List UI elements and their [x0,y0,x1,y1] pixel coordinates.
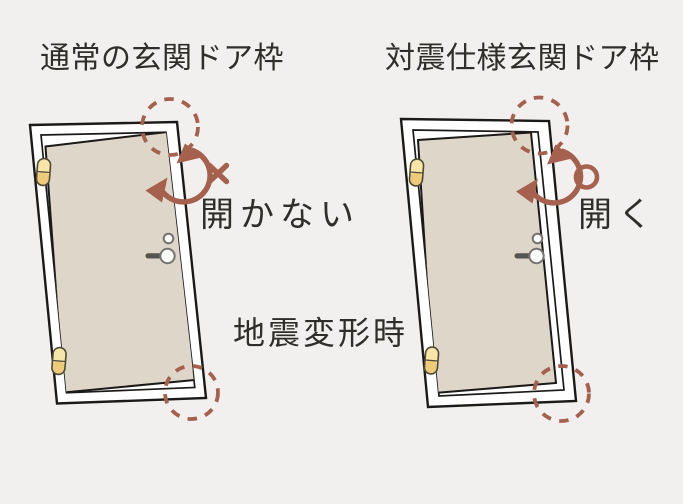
deformation-ring-bottom-left-door [163,364,220,421]
normal-door-frame-drawing [28,120,208,405]
circle-icon [573,164,600,190]
result-label-does-not-open: 開かない [200,197,360,234]
door-knob-icon [514,232,545,265]
hinge-icon [408,158,425,187]
rotation-arrow-icon [516,144,584,206]
hinge-icon [35,157,52,187]
deformation-ring-top-left-door [140,97,200,157]
rotation-arrow-icon [145,143,213,205]
result-label-opens: 開く [578,197,658,234]
cross-icon [206,162,230,185]
hinge-icon [423,346,440,375]
deformation-ring-bottom-right-door [532,364,591,423]
normal-frame-title: 通常の玄関ドア枠 [40,42,284,75]
hinge-icon [51,346,67,376]
quake-resistant-frame-title: 対震仕様玄関ドア枠 [385,42,660,75]
deformation-ring-top-right-door [509,95,570,156]
deformation-caption: 地震変形時 [233,315,409,351]
door-knob-icon [145,232,176,265]
